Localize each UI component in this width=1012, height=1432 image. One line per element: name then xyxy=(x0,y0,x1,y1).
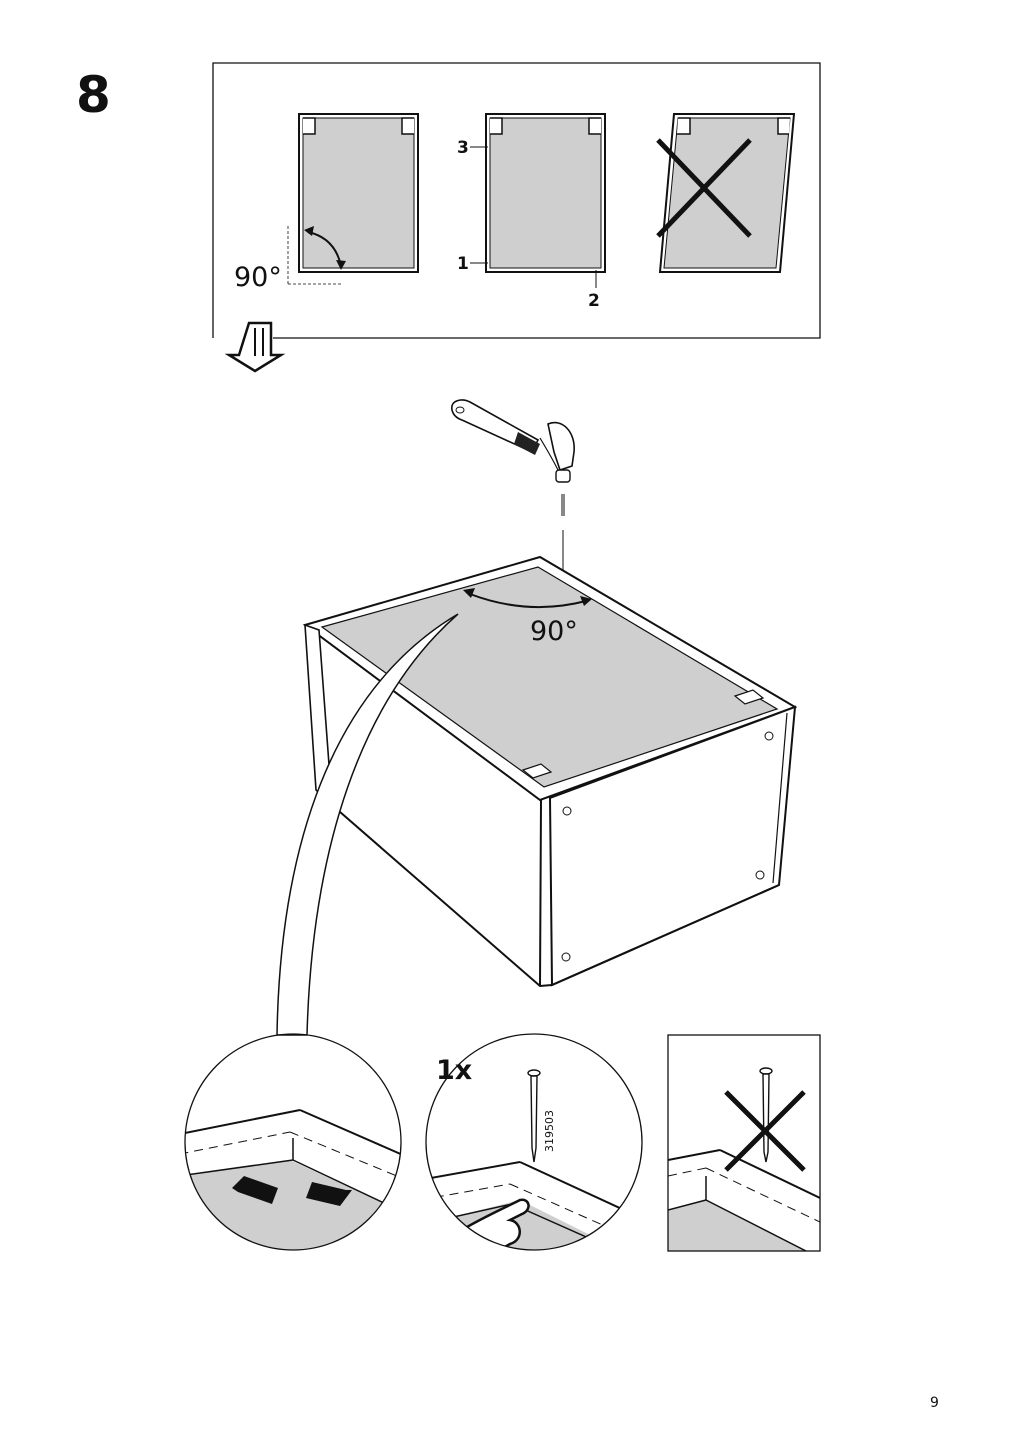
incorrect-cross-icon xyxy=(656,138,752,238)
hammer-icon xyxy=(451,399,575,483)
square-angle-label: 90° xyxy=(234,262,282,293)
detail-panel-alignment xyxy=(184,1033,402,1251)
cabinet-carcass xyxy=(302,555,798,988)
detail-incorrect-nail xyxy=(667,1034,821,1252)
nail-quantity-label: 1x xyxy=(436,1055,472,1086)
square-back-panel: 90° xyxy=(234,113,419,293)
left-arrow-icon xyxy=(232,1176,278,1204)
right-arrow-icon xyxy=(306,1182,352,1206)
incorrect-cross-icon xyxy=(724,1090,806,1172)
skewed-back-panel xyxy=(656,113,796,273)
cabinet-angle-label: 90° xyxy=(530,616,578,647)
measure-point-top-label: 3 xyxy=(457,138,469,158)
measure-point-bottom-label: 2 xyxy=(588,291,600,311)
nail-part-number: 319503 xyxy=(543,1110,556,1152)
squareness-panel: 90° 3 1 2 xyxy=(212,62,821,373)
step-number: 8 xyxy=(76,66,111,124)
measure-point-left-label: 1 xyxy=(457,254,469,274)
page-number: 9 xyxy=(930,1395,939,1411)
nail-detail-icon xyxy=(527,1069,541,1163)
detail-nail-position: 1x 319503 xyxy=(425,1033,643,1251)
cabinet-angle-indicator: 90° xyxy=(463,588,592,647)
measure-back-panel: 3 1 2 xyxy=(457,113,606,311)
wrong-nail-icon xyxy=(759,1067,773,1163)
